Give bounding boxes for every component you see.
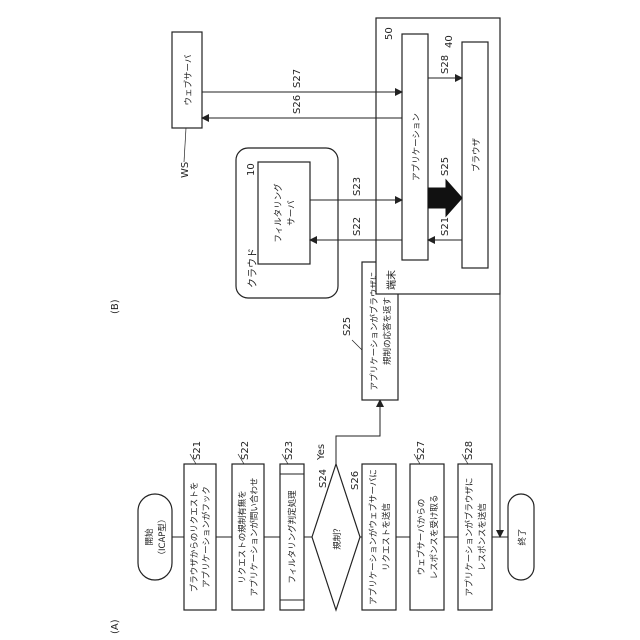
rotated-figure-content: (A) 開始 （ICAP型） ブラウザからのリクエストを アプリケーションがフッ… [110,18,534,634]
s28-line1: アプリケーションがブラウザに [464,478,475,597]
panel-b-system: (B) 端末 クラウド フィルタリング サーバ 10 ウェブサーバ WS [110,18,500,314]
web-server: ウェブサーバ WS [172,32,202,178]
filtering-server-line2: サーバ [287,200,297,226]
application-ref: 50 [384,27,395,40]
step-s23: フィルタリング判定処理 S23 [280,441,304,610]
s24-yes: Yes [316,444,327,461]
s23-id: S23 [284,441,295,460]
s28-id: S28 [464,441,475,460]
arrow-s25-label: S25 [440,157,451,176]
browser-text: ブラウザ [471,138,482,173]
arrow-s27-label: S27 [292,69,303,88]
application-text: アプリケーション [412,113,422,181]
panel-a-label: (A) [110,619,121,634]
step-s22: リクエストの規制有無を アプリケーションが問い合わせ S22 [232,441,264,610]
filtering-server-line1: フィルタリング [273,183,284,243]
start-line1: 開始 [144,528,155,546]
s21-id: S21 [192,441,203,460]
arrow-s27: S27 [202,69,402,92]
s21-line1: ブラウザからのリクエストを [189,482,200,593]
terminal-label: 端末 [385,270,398,290]
s27-id: S27 [416,441,427,460]
panel-a-flowchart: (A) 開始 （ICAP型） ブラウザからのリクエストを アプリケーションがフッ… [110,248,534,634]
end-terminal: 終了 [508,494,534,580]
step-s27: ウェブサーバからの レスポンスを受け取る S27 [410,441,444,610]
s25-id: S25 [342,317,353,336]
arrow-s28-label: S28 [440,55,451,74]
s26-line2: リクエストを送信 [381,503,392,572]
s26-id: S26 [350,471,361,490]
end-text: 終了 [517,528,528,545]
cloud-label: クラウド [247,248,259,288]
arrow-s21-label: S21 [440,217,451,236]
step-s21: ブラウザからのリクエストを アプリケーションがフック S21 [184,441,216,610]
s22-id: S22 [240,441,251,460]
web-server-text: ウェブサーバ [183,54,194,105]
panel-b-label: (B) [110,299,121,314]
s24-text: 規制？ [332,524,343,550]
arrow-s26: S26 [202,95,402,118]
start-terminal: 開始 （ICAP型） [138,494,172,580]
s22-line1: リクエストの規制有無を [237,490,248,584]
s21-line2: アプリケーションがフック [201,486,212,588]
s24-id: S24 [318,469,329,488]
s28-line2: レスポンスを送信 [477,503,488,571]
start-line2: （ICAP型） [157,515,168,560]
s23-text: フィルタリング判定処理 [287,490,298,584]
web-server-ref: WS [180,162,191,178]
arrow-s26-label: S26 [292,95,303,114]
arrow-s23-label: S23 [352,177,363,196]
s25-line2: 規制の応答を返す [382,297,393,365]
step-s28: アプリケーションがブラウザに レスポンスを送信 S28 [458,441,492,610]
s22-line2: アプリケーションが問い合わせ [249,478,260,597]
s27-line1: ウェブサーバからの [416,499,427,575]
s27-line2: レスポンスを受け取る [429,495,440,580]
arrow-s22-label: S22 [352,217,363,236]
filtering-server-ref: 10 [246,163,257,176]
s26-line1: アプリケーションがウェブサーバに [368,469,379,605]
browser-ref: 40 [444,35,455,48]
